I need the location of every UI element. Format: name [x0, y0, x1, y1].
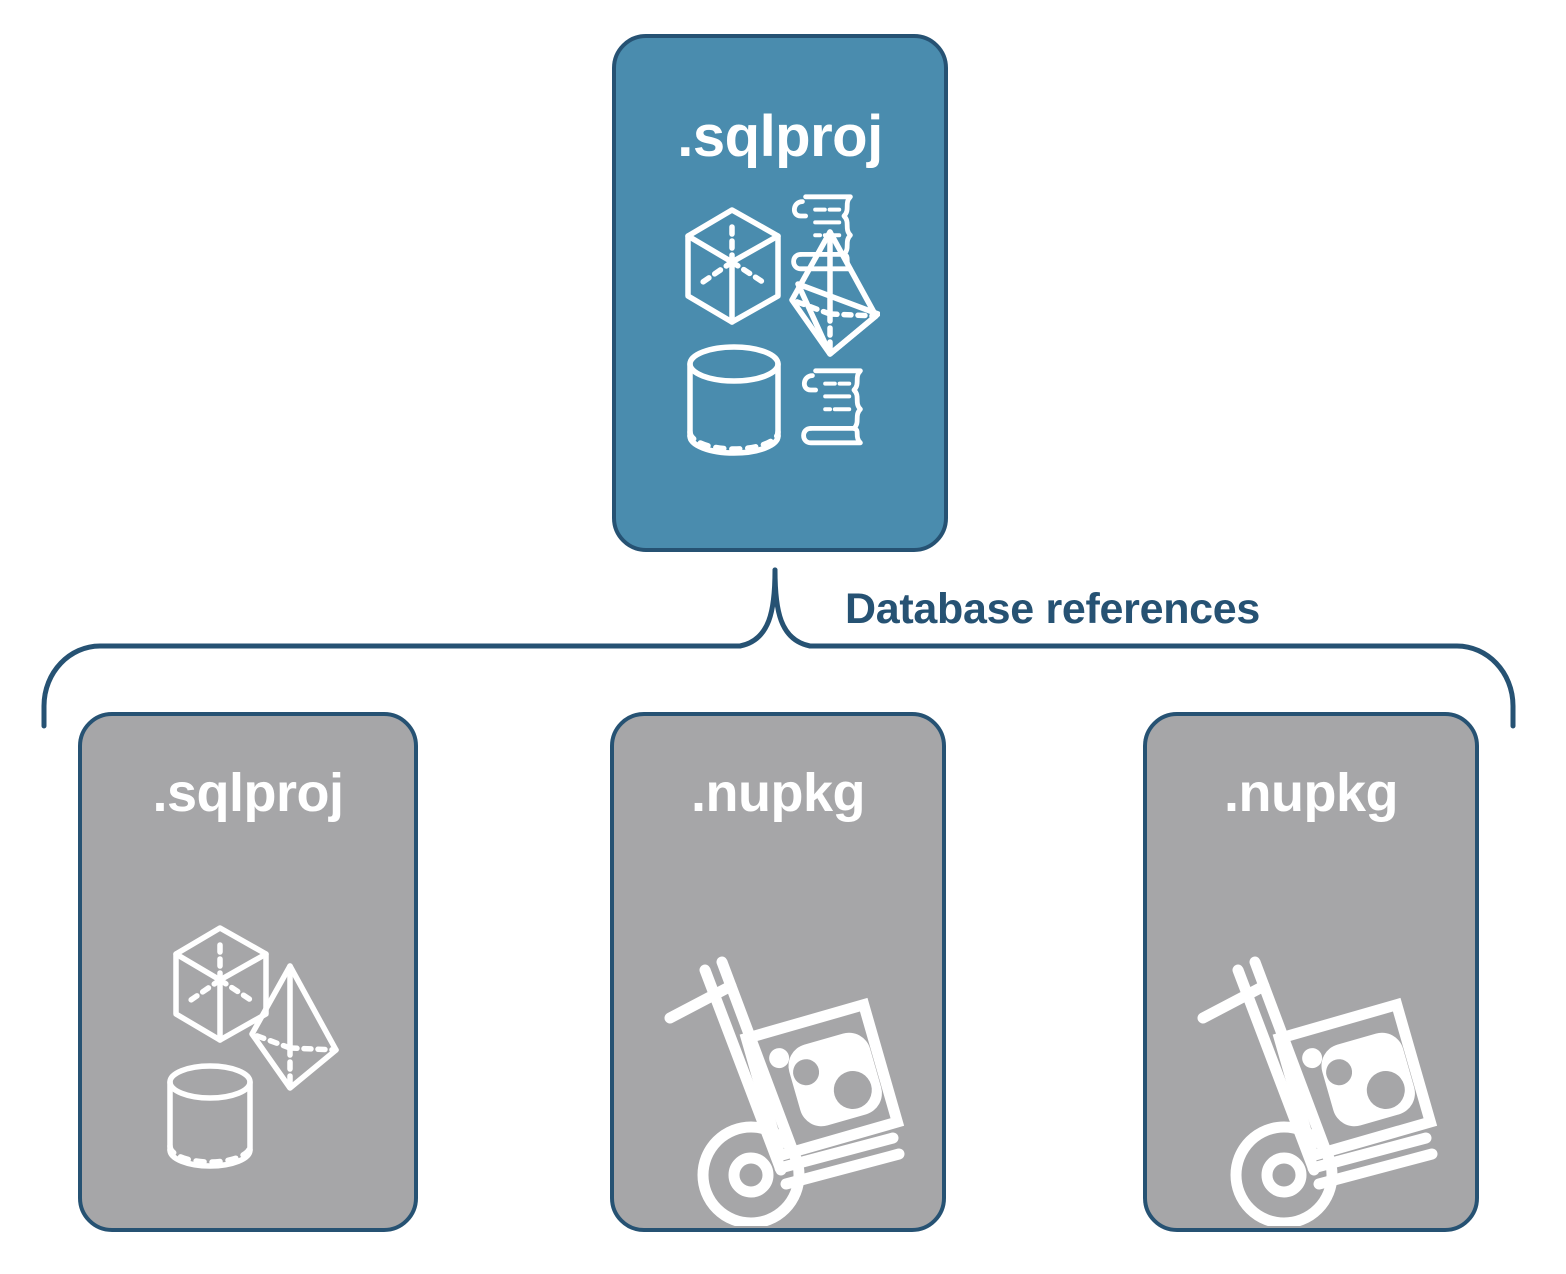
nuget-hand-truck-icon — [664, 956, 905, 1226]
brace-label: Database references — [845, 585, 1260, 633]
card-title-reference-1: .sqlproj — [152, 763, 344, 823]
wheel-icon — [697, 1121, 805, 1226]
script-scroll-icon — [791, 194, 853, 272]
package-box-icon — [739, 997, 905, 1163]
script-scroll-icon — [801, 368, 863, 446]
cylinder-icon — [687, 344, 781, 456]
card-title-reference-2: .nupkg — [691, 763, 865, 823]
card-reference-sqlproj[interactable]: .sqlproj — [78, 712, 418, 1232]
cube-icon — [685, 207, 781, 325]
root-icon-group — [616, 188, 944, 478]
reference-2-icon-group — [614, 896, 942, 1226]
wheel-icon — [1230, 1121, 1338, 1226]
cylinder-icon — [167, 1063, 253, 1169]
package-box-icon — [1272, 997, 1438, 1163]
card-title-root: .sqlproj — [677, 104, 883, 169]
card-reference-nupkg-2[interactable]: .nupkg — [1143, 712, 1479, 1232]
pyramid-icon — [249, 963, 339, 1091]
card-title-reference-3: .nupkg — [1224, 763, 1398, 823]
card-sqlproj-root[interactable]: .sqlproj — [612, 34, 948, 552]
reference-1-icon-group — [82, 906, 414, 1186]
pyramid-icon — [789, 229, 880, 357]
nuget-hand-truck-icon — [1197, 956, 1438, 1226]
database-objects-icon — [167, 925, 339, 1169]
database-objects-and-scripts-icon — [685, 194, 880, 456]
card-reference-nupkg-1[interactable]: .nupkg — [610, 712, 946, 1232]
reference-3-icon-group — [1147, 896, 1475, 1226]
cube-icon — [173, 925, 269, 1043]
